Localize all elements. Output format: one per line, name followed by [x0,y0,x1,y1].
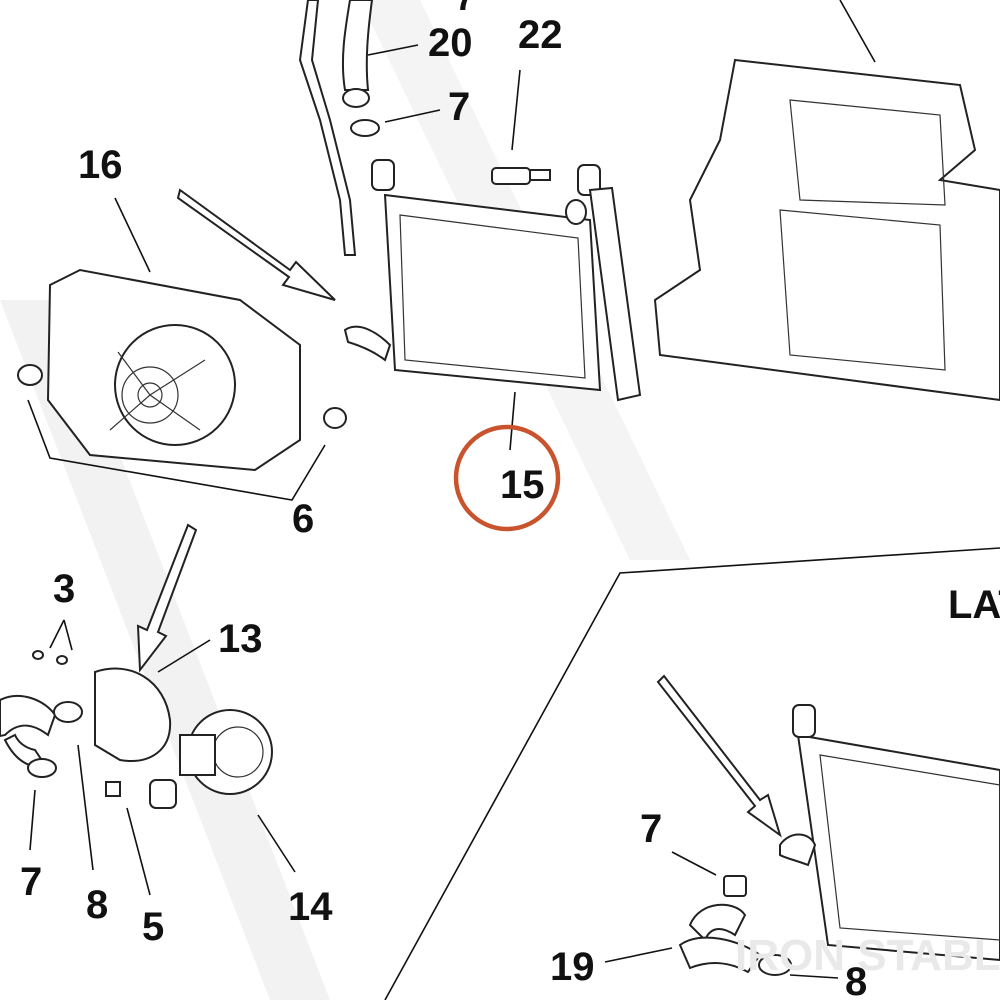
callout-8-b: 8 [845,960,867,1000]
direction-arrows [136,188,782,838]
callout-13: 13 [218,617,263,661]
inset-panel [384,547,1000,1000]
callout-20: 20 [428,21,473,65]
callout-6: 6 [292,497,314,541]
callout-22: 22 [518,13,563,57]
callout-8-a: 8 [86,883,108,927]
callout-3: 3 [53,567,75,611]
water-pump [0,619,296,896]
callout-7-top: 7 [455,0,475,18]
callout-7-b: 7 [20,860,42,904]
body-panel [653,0,1000,402]
watermark-text: IRON STABLE [735,931,1000,980]
callout-5: 5 [142,905,164,949]
fan-shroud [17,197,347,501]
highlight-circle [453,424,561,532]
temperature-sensor [491,69,551,185]
callout-19: 19 [550,945,595,989]
inset-radiator [604,704,1000,979]
callout-7-a: 7 [448,85,470,129]
callout-15: 15 [500,463,545,507]
section-label: LAT [948,583,1000,627]
callout-14: 14 [288,885,333,929]
callout-7-c: 7 [640,807,662,851]
callout-16: 16 [78,143,123,187]
upper-hose [298,0,380,256]
radiator [343,159,642,451]
